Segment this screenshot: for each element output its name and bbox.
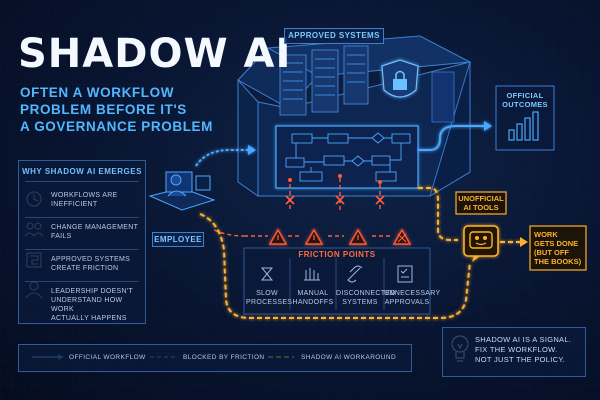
why-line: LEADERSHIP DOESN'T [51, 288, 134, 295]
official-workflow-arrows [195, 121, 492, 167]
legend-blocked: BLOCKED BY FRICTION [183, 354, 265, 361]
why-line: INEFFICIENT [51, 201, 98, 208]
page-title: SHADOW AI [18, 31, 292, 77]
friction-line: UNNECESSARY [384, 290, 441, 297]
friction-line: HANDOFFS [292, 298, 334, 306]
workaround-path [199, 187, 522, 319]
friction-line: PROCESSES [246, 298, 293, 306]
why-item-inefficient: WORKFLOWS ARE INEFFICIENT [25, 191, 141, 217]
hand-icon-shape [304, 268, 320, 281]
blocked-friction-lines [213, 178, 390, 237]
why-shadow-ai-panel: WHY SHADOW AI EMERGES WORKFLOWS ARE INEF… [18, 160, 146, 324]
warning-triangles [268, 228, 412, 245]
signal-callout: SHADOW AI IS A SIGNAL. FIX THE WORKFLOW.… [442, 327, 586, 377]
official-outcomes-label: OFFICIAL OUTCOMES [496, 91, 554, 109]
employee-label: EMPLOYEE [152, 232, 204, 247]
why-item-leadership: LEADERSHIP DOESN'T UNDERSTAND HOW WORK A… [25, 287, 141, 322]
why-item-text: LEADERSHIP DOESN'T UNDERSTAND HOW WORK A… [51, 287, 143, 323]
chatbot-icon [463, 225, 499, 262]
approved-systems-building [237, 35, 472, 198]
signal-line: FIX THE WORKFLOW. [475, 345, 558, 354]
hourglass-icon-shape [260, 267, 274, 281]
employee-workstation [148, 171, 216, 211]
legend-workaround: SHADOW AI WORKAROUND [301, 354, 397, 361]
work-line: GETS DONE [534, 239, 579, 248]
why-item-text: WORKFLOWS ARE INEFFICIENT [51, 191, 143, 209]
unofficial-ai-tools-label: UNOFFICIAL AI TOOLS [456, 194, 506, 212]
why-line: ACTUALLY HAPPENS [51, 315, 127, 322]
friction-line: SLOW [256, 290, 278, 297]
page-subtitle: OFTEN A WORKFLOW PROBLEM BEFORE IT'S A G… [20, 84, 220, 135]
why-line: APPROVED SYSTEMS [51, 256, 131, 263]
divider [25, 249, 139, 250]
why-line: UNDERSTAND HOW WORK [51, 297, 123, 313]
why-item-text: APPROVED SYSTEMS CREATE FRICTION [51, 255, 143, 273]
outcomes-line: OFFICIAL [506, 91, 544, 100]
work-gets-done-label: WORK GETS DONE (BUT OFF THE BOOKS) [534, 230, 584, 266]
why-item-friction: APPROVED SYSTEMS CREATE FRICTION [25, 255, 141, 281]
why-panel-title: WHY SHADOW AI EMERGES [22, 167, 142, 176]
subtitle-line-3: A GOVERNANCE PROBLEM [20, 119, 214, 134]
friction-slow-processes: SLOW PROCESSES [246, 290, 293, 307]
why-item-change-management: CHANGE MANAGEMENT FAILS [25, 223, 141, 249]
friction-line: SYSTEMS [342, 298, 378, 306]
divider [25, 217, 139, 218]
legend: OFFICIAL WORKFLOW BLOCKED BY FRICTION SH… [18, 344, 412, 372]
why-line: WORKFLOWS ARE [51, 192, 118, 199]
friction-points-title: FRICTION POINTS [298, 250, 376, 259]
unofficial-line: AI TOOLS [463, 203, 499, 212]
work-line: THE BOOKS) [534, 257, 582, 266]
friction-manual-handoffs: MANUAL HANDOFFS [292, 290, 334, 307]
why-line: FAILS [51, 233, 72, 240]
bar-chart-icon [508, 111, 539, 141]
friction-disconnected-systems: DISCONNECTED SYSTEMS [336, 290, 396, 307]
why-line: CREATE FRICTION [51, 265, 119, 272]
friction-line: APPROVALS [384, 298, 430, 306]
link-icon-shape [347, 265, 363, 283]
block-x-marks [285, 195, 385, 205]
friction-unnecessary-approvals: UNNECESSARY APPROVALS [384, 290, 441, 307]
checklist-icon-shape [397, 265, 413, 283]
outcomes-line: OUTCOMES [502, 99, 548, 109]
shield-lock-icon [381, 59, 419, 98]
divider [25, 281, 139, 282]
work-line: WORK [534, 230, 558, 239]
why-item-text: CHANGE MANAGEMENT FAILS [51, 223, 143, 241]
unofficial-line: UNOFFICIAL [458, 194, 504, 203]
divider [25, 181, 139, 182]
unofficial-ai-tools-box [455, 191, 507, 215]
work-line: (BUT OFF [534, 248, 569, 257]
work-gets-done-box [529, 225, 587, 271]
subtitle-line-2: PROBLEM BEFORE IT'S [20, 102, 187, 117]
signal-line: NOT JUST THE POLICY. [475, 355, 566, 364]
why-line: CHANGE MANAGEMENT [51, 224, 139, 231]
friction-points-panel [243, 247, 431, 315]
friction-line: MANUAL [297, 290, 329, 297]
legend-official: OFFICIAL WORKFLOW [69, 354, 146, 361]
friction-line: DISCONNECTED [336, 290, 396, 297]
subtitle-line-1: OFTEN A WORKFLOW [20, 85, 175, 100]
approved-systems-label: APPROVED SYSTEMS [284, 28, 384, 44]
signal-text: SHADOW AI IS A SIGNAL. FIX THE WORKFLOW.… [475, 335, 583, 365]
signal-line: SHADOW AI IS A SIGNAL. [475, 335, 572, 344]
